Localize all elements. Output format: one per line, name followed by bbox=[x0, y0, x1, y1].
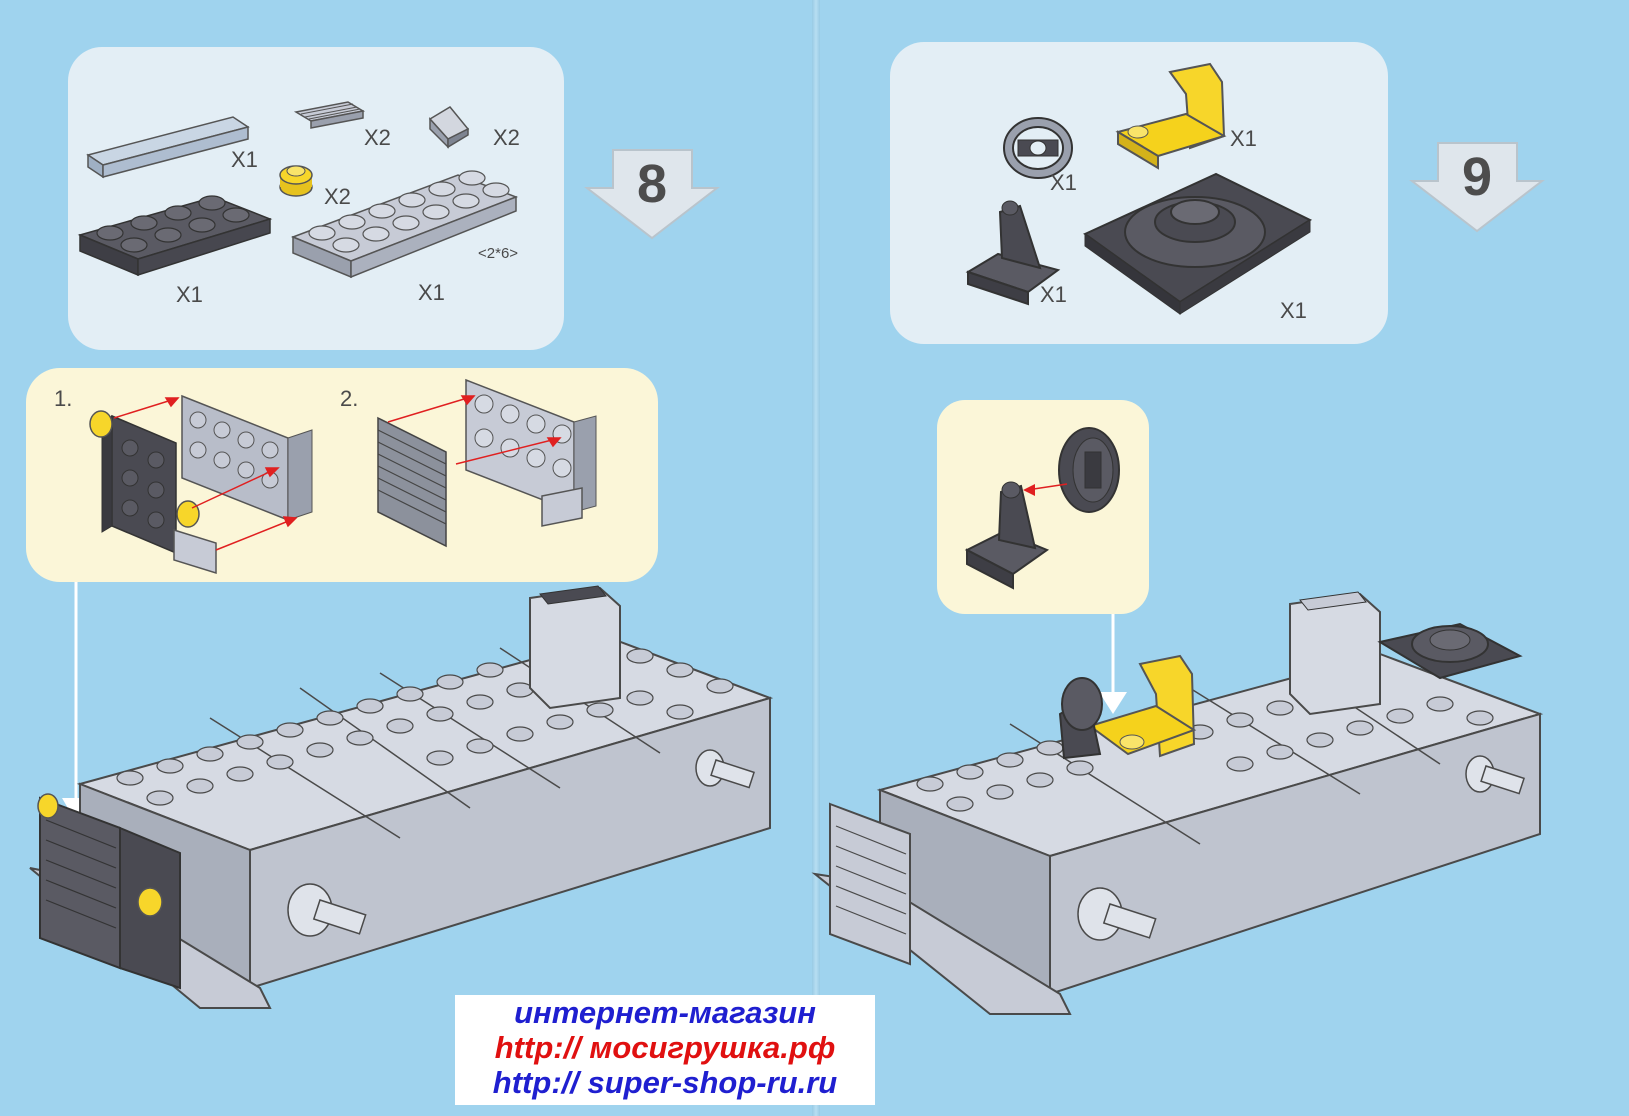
step8-parts-panel: X1 X2 X2 X2 X1 X1 <2*6> bbox=[68, 47, 564, 350]
step8-arrow-icon bbox=[584, 149, 720, 240]
part-qty-grille: X2 bbox=[364, 125, 391, 150]
store-watermark: интернет-магазин http:// мосигрушка.рф h… bbox=[455, 995, 875, 1105]
part-qty-plate-2x4: X1 bbox=[176, 282, 203, 307]
watermark-line-3: http:// super-shop-ru.ru bbox=[492, 1065, 838, 1100]
callout-arrow-icon bbox=[1023, 483, 1068, 496]
slope-brick-icon bbox=[428, 106, 470, 149]
part-size-plate-2x6: <2*6> bbox=[478, 245, 519, 262]
part-qty-slope: X2 bbox=[493, 125, 520, 150]
step8-substep-art bbox=[89, 378, 597, 575]
substep1-slope-icon bbox=[173, 528, 217, 575]
part-qty-plate-2x6: X1 bbox=[418, 280, 445, 305]
step9-model-illustration bbox=[811, 591, 1544, 1015]
substep2-plate-icon bbox=[465, 378, 597, 527]
step9-chassis-icon bbox=[811, 591, 1544, 1015]
step9-arrow-icon bbox=[1409, 142, 1545, 233]
substep1-arrows-icon bbox=[113, 397, 298, 551]
steering-wheel-icon bbox=[1003, 117, 1073, 179]
round-plate-yellow-icon bbox=[279, 165, 313, 197]
step8-chassis-icon bbox=[29, 585, 774, 1009]
substep2-grille-icon bbox=[377, 416, 447, 548]
step8-parts-art bbox=[77, 101, 519, 279]
substep1-dark-plate-icon bbox=[101, 414, 177, 555]
watermark-line-2: http:// мосигрушка.рф bbox=[494, 1030, 836, 1065]
plate-2x4-dark-icon bbox=[77, 195, 273, 277]
watermark-line-1: интернет-магазин bbox=[514, 995, 816, 1030]
step8-subassembly-panel: 1. 2. bbox=[26, 368, 658, 582]
step9-pointer-arrow-icon bbox=[1099, 614, 1127, 714]
step9-parts-panel: X1 X1 X1 X1 bbox=[890, 42, 1388, 344]
part-qty-turntable: X1 bbox=[1280, 298, 1307, 323]
step9-number: 9 bbox=[1461, 147, 1493, 207]
substep1-gray-plate-icon bbox=[181, 394, 313, 522]
part-qty-steering-wheel: X1 bbox=[1050, 170, 1077, 195]
substep-2-label: 2. bbox=[340, 386, 359, 411]
grille-tile-icon bbox=[293, 101, 366, 129]
part-qty-seat: X1 bbox=[1230, 126, 1257, 151]
callout-bracket-icon bbox=[964, 481, 1050, 590]
part-qty-round: X2 bbox=[324, 184, 351, 209]
step8-model-illustration bbox=[29, 585, 774, 1009]
page-fold bbox=[812, 0, 820, 1116]
substep-1-label: 1. bbox=[54, 386, 73, 411]
step9-callout-panel bbox=[937, 400, 1149, 614]
part-qty-bracket: X1 bbox=[1040, 282, 1067, 307]
seat-yellow-icon bbox=[1115, 62, 1227, 170]
step9-callout-art bbox=[964, 427, 1120, 590]
turntable-plate-icon bbox=[1083, 172, 1313, 315]
plate-2x6-icon bbox=[290, 170, 519, 279]
callout-steering-wheel-icon bbox=[1058, 427, 1120, 513]
step9-parts-art bbox=[965, 62, 1313, 315]
substep2-arrows-icon bbox=[387, 395, 562, 465]
part-qty-tile: X1 bbox=[231, 147, 258, 172]
tile-1x6-icon bbox=[86, 116, 250, 179]
step8-number: 8 bbox=[636, 154, 668, 214]
stand-bracket-icon bbox=[965, 200, 1061, 306]
